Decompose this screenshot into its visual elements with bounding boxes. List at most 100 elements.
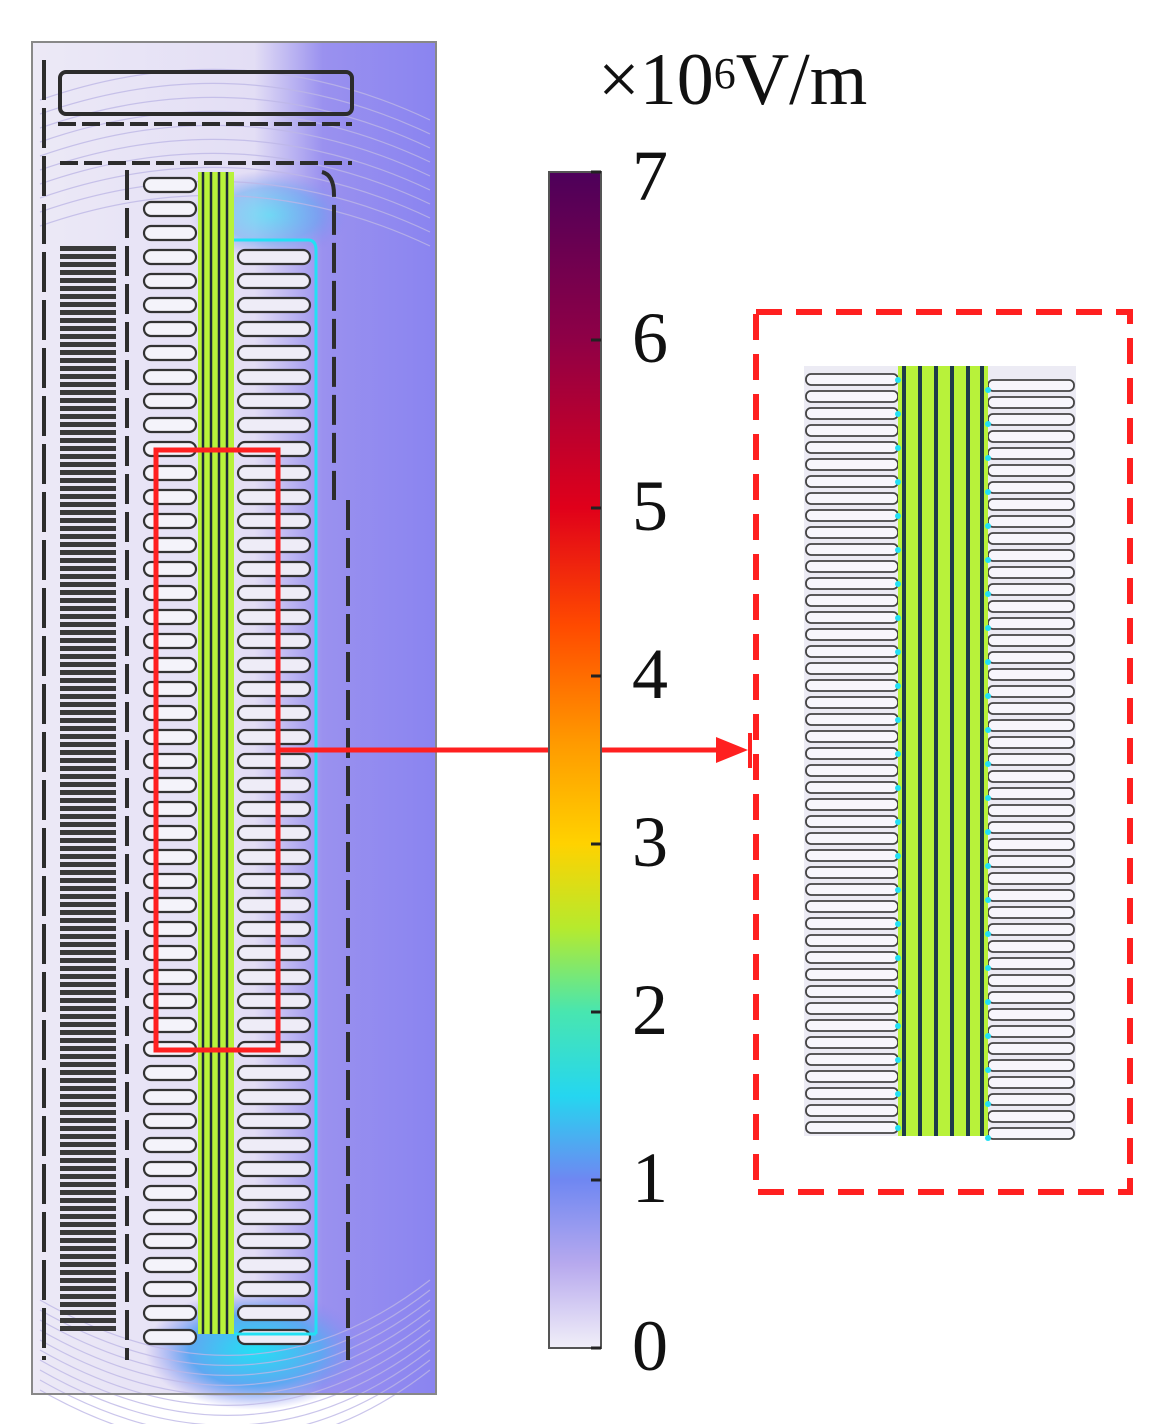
comb-finger [236, 776, 312, 794]
inset-finger-left [805, 1087, 899, 1100]
left-comb-finger [60, 1014, 116, 1019]
left-comb-finger [60, 502, 116, 507]
inset-field-spot [985, 1101, 991, 1107]
inset-field-spot [985, 1067, 991, 1073]
inset-field-spot [985, 625, 991, 631]
inset-finger-left [805, 560, 899, 573]
colorbar-ticks [591, 170, 601, 1350]
inset-finger-right [987, 600, 1075, 613]
inset-field-spot [985, 761, 991, 767]
left-comb-finger [60, 1006, 116, 1011]
electrode-edge [234, 238, 318, 1334]
inset-field-spot [895, 853, 901, 859]
inset-finger-right [987, 855, 1075, 868]
left-comb-finger [60, 342, 116, 347]
left-comb-finger [60, 790, 116, 795]
inset-finger-right [987, 1127, 1075, 1140]
comb-finger [142, 1328, 198, 1346]
inset-finger-left [805, 696, 899, 709]
left-comb-finger [60, 1206, 116, 1211]
comb-finger [142, 368, 198, 386]
inset-field-spot [895, 751, 901, 757]
inset-field-spot [985, 897, 991, 903]
left-comb-finger [60, 1254, 116, 1259]
comb-finger [142, 176, 198, 194]
left-comb-finger [60, 686, 116, 691]
left-comb-finger [60, 998, 116, 1003]
left-comb-finger [60, 638, 116, 643]
comb-finger [236, 896, 312, 914]
inset-finger-right [987, 702, 1075, 715]
comb-finger [236, 536, 312, 554]
left-comb-finger [60, 566, 116, 571]
comb-finger [142, 1160, 198, 1178]
inset-finger-right [987, 736, 1075, 749]
comb-finger [236, 1064, 312, 1082]
comb-finger [236, 296, 312, 314]
inset-finger-left [805, 441, 899, 454]
inset-finger-right [987, 396, 1075, 409]
comb-finger [142, 536, 198, 554]
inset-field-spot [985, 557, 991, 563]
inset-field-spot [895, 445, 901, 451]
left-comb-finger [60, 318, 116, 323]
left-comb-finger [60, 1302, 116, 1307]
comb-finger [142, 968, 198, 986]
inset-finger-left [805, 968, 899, 981]
comb-finger [236, 584, 312, 602]
left-comb-finger [60, 694, 116, 699]
comb-finger [142, 248, 198, 266]
panel-frame [31, 41, 437, 1395]
inset-finger-left [805, 475, 899, 488]
left-comb-finger [60, 886, 116, 891]
selection-box [153, 447, 281, 1053]
inset-finger-right [987, 498, 1075, 511]
inset-field-spot [895, 819, 901, 825]
inset-finger-right [987, 889, 1075, 902]
left-comb-finger [60, 470, 116, 475]
inset-finger-left [805, 781, 899, 794]
comb-finger [236, 416, 312, 434]
comb-finger [142, 464, 198, 482]
inset-finger-right [987, 1076, 1075, 1089]
unit-suffix: V/m [735, 39, 868, 121]
inset-finger-right [987, 1025, 1075, 1038]
comb-finger [142, 848, 198, 866]
inset-finger-left [805, 866, 899, 879]
left-comb-finger [60, 574, 116, 579]
left-comb-finger [60, 510, 116, 515]
comb-finger [142, 824, 198, 842]
comb-finger [142, 1280, 198, 1298]
left-comb-finger [60, 254, 116, 259]
left-comb-finger [60, 702, 116, 707]
inset-field-spot [895, 989, 901, 995]
comb-finger [142, 392, 198, 410]
comb-finger [236, 656, 312, 674]
comb-finger [142, 320, 198, 338]
left-comb-finger [60, 822, 116, 827]
left-comb-finger [60, 830, 116, 835]
inset-finger-right [987, 668, 1075, 681]
inset-finger-left [805, 628, 899, 641]
colorbar-tick-label: 7 [632, 136, 668, 216]
left-comb-finger [60, 486, 116, 491]
left-comb-finger [60, 270, 116, 275]
comb-finger [236, 992, 312, 1010]
left-comb-finger [60, 1182, 116, 1187]
zoom-inset [753, 309, 1133, 1195]
inset-field-spot [985, 421, 991, 427]
inset-field-spot [985, 523, 991, 529]
field-line [39, 1339, 431, 1416]
inset-finger-right [987, 583, 1075, 596]
left-comb-finger [60, 622, 116, 627]
comb-finger [142, 776, 198, 794]
comb-finger [236, 1232, 312, 1250]
comb-finger [236, 872, 312, 890]
comb-finger [142, 1016, 198, 1034]
inset-finger-left [805, 1036, 899, 1049]
comb-finger [236, 920, 312, 938]
comb-finger [236, 1016, 312, 1034]
comb-finger [142, 1256, 198, 1274]
comb-finger [236, 560, 312, 578]
comb-finger [142, 416, 198, 434]
